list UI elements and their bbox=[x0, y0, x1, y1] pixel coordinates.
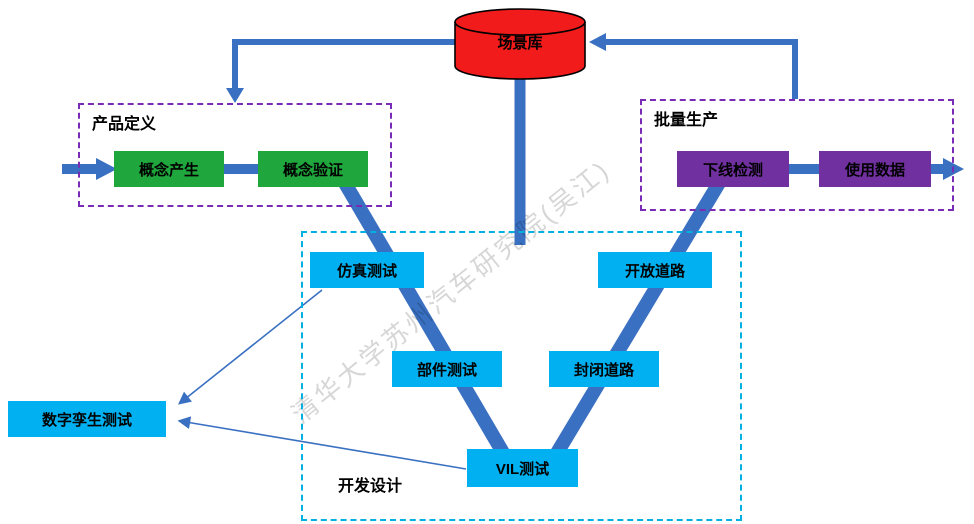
node-concept-generation: 概念产生 bbox=[114, 151, 224, 187]
v-line-left bbox=[335, 174, 519, 472]
node-closed-road: 封闭道路 bbox=[549, 351, 659, 387]
database-label: 场景库 bbox=[497, 35, 543, 52]
group-label-product-definition: 产品定义 bbox=[92, 116, 157, 133]
node-offline-inspection: 下线检测 bbox=[677, 151, 789, 187]
database-cylinder-body bbox=[454, 22, 586, 80]
v-line-right bbox=[541, 174, 729, 472]
arrowhead-down-icon bbox=[226, 88, 244, 103]
node-open-road: 开放道路 bbox=[598, 252, 712, 288]
node-concept-validation: 概念验证 bbox=[258, 151, 368, 187]
group-mass-production bbox=[640, 99, 954, 211]
node-simulation-test: 仿真测试 bbox=[310, 252, 424, 288]
arrow-vil-to-digital-twin bbox=[177, 416, 467, 470]
arrow-simulation-to-digital-twin bbox=[177, 289, 323, 405]
group-label-mass-production: 批量生产 bbox=[654, 112, 719, 129]
database-cylinder-top bbox=[454, 8, 586, 36]
entry-arrowhead-icon bbox=[96, 158, 117, 180]
node-vil-test: VIL测试 bbox=[467, 449, 578, 487]
group-product-definition bbox=[78, 103, 392, 207]
node-digital-twin-test: 数字孪生测试 bbox=[8, 401, 166, 437]
arrow-db-to-product-definition bbox=[232, 39, 455, 90]
arrow-mass-production-to-db bbox=[604, 39, 798, 99]
node-usage-data: 使用数据 bbox=[819, 151, 931, 187]
node-component-test: 部件测试 bbox=[392, 351, 502, 387]
arrowhead-left-icon bbox=[589, 33, 606, 51]
group-label-development-design: 开发设计 bbox=[338, 478, 403, 495]
group-development-design bbox=[301, 231, 742, 521]
